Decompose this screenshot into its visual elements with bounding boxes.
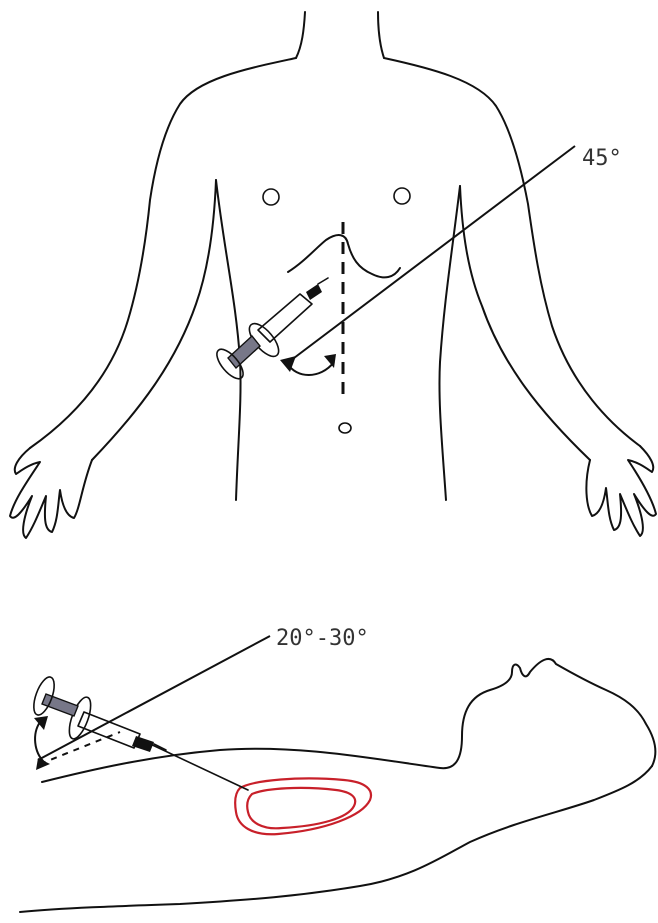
anterior-view: 45° xyxy=(10,12,656,538)
body-profile-lower xyxy=(20,766,652,912)
body-profile-upper xyxy=(42,659,655,782)
right-nipple xyxy=(394,188,410,204)
angle-label-45: 45° xyxy=(582,146,622,171)
umbilicus xyxy=(339,423,351,433)
syringe-icon xyxy=(212,278,328,383)
angle-guide-line-45 xyxy=(294,146,575,358)
left-nipple xyxy=(263,189,279,205)
lateral-view: 20°-30° xyxy=(20,626,655,912)
torso-outline xyxy=(10,12,656,538)
heart-icon xyxy=(235,778,371,834)
angle-guide-line-20-30 xyxy=(38,636,270,760)
angle-arc-icon xyxy=(288,362,334,375)
angle-label-20-30: 20°-30° xyxy=(276,626,369,651)
